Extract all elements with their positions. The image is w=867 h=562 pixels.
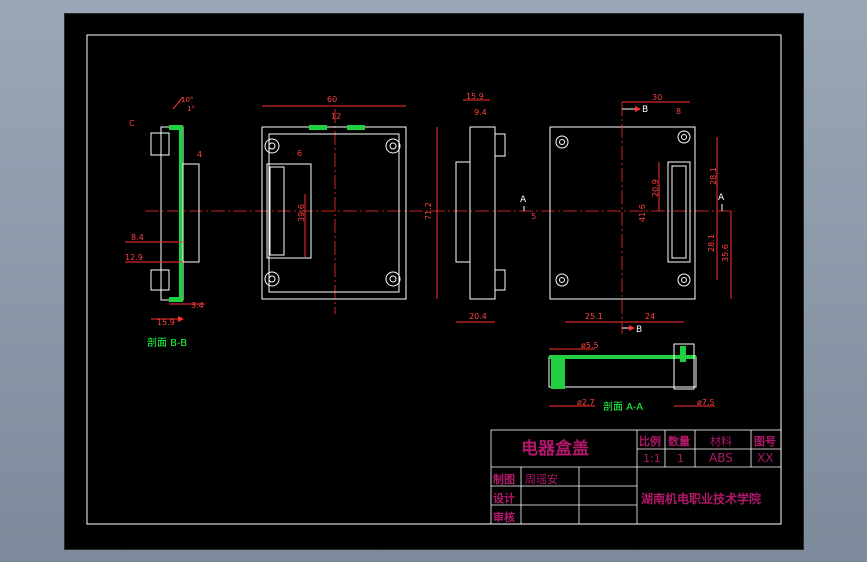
bb-lug-top xyxy=(150,132,170,156)
aa-right-hatch xyxy=(680,346,686,362)
section-mark-b-bottom: B xyxy=(636,325,642,335)
front-dim-71.2: 71.2 xyxy=(424,202,433,220)
header-scale: 比例 xyxy=(639,435,661,448)
back-dim-5: 5 xyxy=(531,212,536,221)
drawn-by: 周瑶安 xyxy=(525,473,558,486)
front-outer xyxy=(261,126,407,300)
aa-section-label: 剖面 A-A xyxy=(603,400,643,413)
back-mount-holes xyxy=(555,130,691,287)
side-lug-bottom xyxy=(494,269,506,291)
front-mount-holes xyxy=(264,138,401,287)
bb-section-label: 剖面 B-B xyxy=(147,336,187,349)
drawing-no-value: XX xyxy=(757,451,774,465)
side-lug-top xyxy=(494,133,506,157)
side-body xyxy=(469,126,496,300)
bb-lug-bottom xyxy=(150,269,170,291)
label-design: 设计 xyxy=(493,492,515,505)
front-dim-12: 12 xyxy=(331,112,341,121)
back-dim-28.1-top: 28.1 xyxy=(709,167,718,185)
back-dim-30: 30 xyxy=(652,93,662,102)
aa-left-boss xyxy=(551,359,565,389)
front-top-hatch xyxy=(309,125,327,130)
back-view: 30 8 28.1 20.9 41.6 28.1 35.6 25.1 24 5 … xyxy=(520,93,732,335)
drawing-sheet: 10° 1° C 4 8.4 12.9 3.4 15.9 剖面 B-B 60 1… xyxy=(64,13,804,550)
aa-dim-5.5: ø5.5 xyxy=(581,341,599,350)
back-slot xyxy=(667,161,691,263)
back-dim-24: 24 xyxy=(645,312,655,321)
bb-dim-angle2: 1° xyxy=(187,105,195,113)
bb-top-hatch xyxy=(169,125,183,130)
school-name: 湖南机电职业技术学院 xyxy=(641,492,762,506)
section-mark-a-right: A xyxy=(718,193,725,203)
front-inner xyxy=(268,133,400,293)
bb-flange xyxy=(182,163,200,263)
bb-dim-line xyxy=(172,96,184,110)
drawing-frame xyxy=(86,34,782,525)
quantity-value: 1 xyxy=(677,452,684,465)
aa-right-boss xyxy=(673,343,695,390)
front-dim-6: 6 xyxy=(297,149,302,158)
bb-hatch-strip xyxy=(179,129,183,297)
aa-dim-7.5: ø7.5 xyxy=(697,398,715,407)
bb-dim-chamfer: C xyxy=(129,119,135,128)
bb-dim-3.4: 3.4 xyxy=(191,301,204,310)
aa-hatch-top xyxy=(549,355,696,359)
back-dim-8: 8 xyxy=(676,107,681,116)
front-dim-60: 60 xyxy=(327,95,337,104)
front-dim-39.6: 39.6 xyxy=(297,204,306,222)
back-dim-41.6: 41.6 xyxy=(638,204,647,222)
front-slot-inner xyxy=(269,166,285,256)
front-slot-outer xyxy=(266,163,312,259)
section-aa-view: ø5.5 ø2.7 ø7.5 剖面 A-A xyxy=(548,341,715,413)
section-mark-b-top: B xyxy=(642,105,648,115)
back-dim-20.9: 20.9 xyxy=(651,179,660,197)
back-dim-25.1: 25.1 xyxy=(585,312,603,321)
bb-bottom-hatch xyxy=(169,297,183,302)
bb-dim-4: 4 xyxy=(197,150,202,159)
back-dim-28.1-bottom: 28.1 xyxy=(707,234,716,252)
section-mark-a-left: A xyxy=(520,195,527,205)
side-dim-9.4: 9.4 xyxy=(474,108,487,117)
side-dim-15.9: 15.9 xyxy=(466,92,484,101)
section-bb-view: 10° 1° C 4 8.4 12.9 3.4 15.9 剖面 B-B xyxy=(125,96,205,349)
title-block xyxy=(490,429,782,525)
back-dim-35.6: 35.6 xyxy=(721,244,730,262)
header-drawing-no: 图号 xyxy=(754,435,776,448)
header-material: 材料 xyxy=(710,435,732,448)
label-drawn: 制图 xyxy=(493,473,515,486)
part-name: 电器盒盖 xyxy=(521,439,589,459)
side-dim-20.4: 20.4 xyxy=(469,312,487,321)
aa-dim-2.7: ø2.7 xyxy=(577,398,595,407)
back-slot-inner xyxy=(671,165,687,259)
drawing-canvas: 10° 1° C 4 8.4 12.9 3.4 15.9 剖面 B-B 60 1… xyxy=(86,34,782,525)
header-quantity: 数量 xyxy=(668,435,690,448)
scale-value: 1:1 xyxy=(643,452,661,465)
front-top-hatch xyxy=(347,125,365,130)
label-review: 审核 xyxy=(493,511,515,524)
material-value: ABS xyxy=(709,451,733,465)
bb-dim-15.9: 15.9 xyxy=(157,318,175,327)
front-view: 60 12 6 39.6 71.2 xyxy=(261,95,438,300)
bb-dim-8.4: 8.4 xyxy=(131,233,144,242)
back-outer xyxy=(549,126,696,300)
right-side-view: 15.9 9.4 20.4 xyxy=(455,92,506,323)
bb-dim-12.9: 12.9 xyxy=(125,253,143,262)
side-flange xyxy=(455,161,471,263)
bb-dim-angle1: 10° xyxy=(181,96,193,104)
